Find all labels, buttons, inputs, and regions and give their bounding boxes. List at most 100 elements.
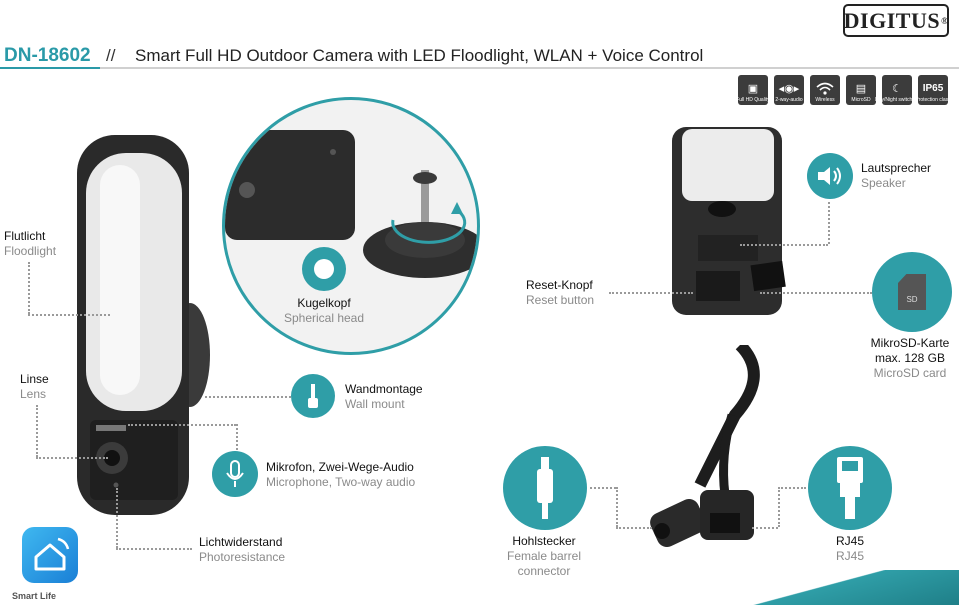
title-separator: // [106, 46, 116, 65]
camera-brand-plate [96, 425, 126, 431]
leader-photo-h [116, 548, 192, 550]
digitus-logo: DIGITUS® [843, 4, 949, 37]
wifi-glyph [816, 82, 834, 95]
screw-detail [239, 182, 255, 198]
label-de: Lautsprecher [861, 161, 932, 175]
label-reset: Reset-Knopf Reset button [526, 278, 594, 308]
model-number: DN-18602 [4, 45, 91, 66]
rotation-arrow [391, 208, 467, 244]
label-de: Lichtwiderstand [199, 535, 283, 549]
feature-caption: Wireless [815, 97, 835, 103]
sd-slot [696, 271, 740, 301]
rj45-socket [710, 513, 740, 533]
label-en: RJ45 [835, 549, 864, 563]
label-lens: Linse Lens [20, 372, 49, 402]
two-way-audio-icon: ◂◉▸ 2-way-audio [774, 75, 804, 105]
label-rj45: RJ45 RJ45 [810, 534, 890, 564]
leader-speaker-v [828, 202, 830, 244]
feature-caption: Protection class [915, 97, 951, 103]
sd-glyph: ▤ [855, 83, 867, 95]
screw-hole [330, 149, 336, 155]
main-cable [694, 345, 760, 488]
mic-glyph [226, 460, 244, 487]
label-en: Photoresistance [199, 550, 286, 564]
leader-reset [609, 292, 693, 294]
speaker-grille [698, 235, 758, 261]
logo-text: DIGITUS [843, 7, 941, 33]
barrel-plug-icon [503, 446, 587, 530]
smart-life-app-icon [22, 527, 78, 583]
leader-rj45-b [752, 527, 778, 529]
label-de: RJ45 [835, 534, 864, 548]
label-barrel: Hohlstecker Female barrel connector [488, 534, 600, 579]
barrel-plug-glyph [537, 457, 553, 519]
leader-mic-h [128, 424, 236, 426]
wireless-icon: Wireless [810, 75, 840, 105]
spherical-head-icon [302, 247, 346, 291]
speaker-icon [807, 153, 853, 199]
leader-barrel-v [616, 487, 618, 527]
label-de: Wandmontage [345, 382, 423, 396]
header-rule [0, 67, 959, 69]
screwdriver-glyph [308, 384, 318, 408]
label-en: Female barrel [506, 549, 582, 563]
barrel-connector [650, 498, 706, 548]
header-rule-accent [0, 67, 100, 69]
label-de: MikroSD-Karte [870, 336, 950, 350]
ball-head-illustration [225, 130, 477, 278]
leader-microsd [760, 292, 872, 294]
label-en: Floodlight [4, 244, 57, 258]
label-en: Reset button [526, 293, 595, 307]
sd-card-glyph: SD [898, 274, 926, 310]
feature-caption: Full HD Quality [736, 97, 770, 103]
label-en: Spherical head [283, 311, 365, 325]
rj45-glyph [837, 457, 863, 519]
label-de-capacity: max. 128 GB [874, 351, 946, 365]
label-en: Wall mount [345, 397, 405, 411]
threaded-rod [421, 170, 429, 230]
label-wall-mount: Wandmontage Wall mount [345, 382, 423, 412]
leader-photo-v [116, 488, 118, 548]
label-speaker: Lautsprecher Speaker [861, 161, 931, 191]
camera-back-detail [225, 130, 355, 240]
page-title: Smart Full HD Outdoor Camera with LED Fl… [135, 46, 704, 65]
label-microsd: MikroSD-Karte max. 128 GB MicroSD card [858, 336, 959, 381]
sd-cover [750, 260, 786, 292]
label-de: Reset-Knopf [526, 278, 593, 292]
feature-caption: Day/Night switching [875, 97, 919, 103]
rj45-icon [808, 446, 892, 530]
barrel-socket [654, 523, 670, 539]
microsd-card-icon: SD [872, 252, 952, 332]
leader-rj45-v [778, 487, 780, 527]
side-floodlight [682, 129, 774, 201]
full-hd-icon: ▣ Full HD Quality [736, 75, 770, 105]
rj45-cable [719, 413, 737, 496]
cable-illustration [650, 345, 760, 548]
leader-lens-v [36, 405, 38, 457]
label-de: Linse [20, 372, 49, 386]
wall-mount-icon [291, 374, 335, 418]
ip65-badge: IP65 [922, 83, 944, 94]
label-en: Speaker [861, 176, 906, 190]
label-de: Hohlstecker [512, 534, 576, 548]
lens-panel [90, 420, 178, 500]
side-button [708, 201, 736, 217]
leader-mic-v [236, 424, 238, 450]
label-ball-head: Kugelkopf Spherical head [262, 296, 386, 326]
leader-barrel-a [590, 487, 616, 489]
ball-glyph [314, 259, 334, 279]
label-en-2: connector [517, 564, 571, 578]
ip65-icon: IP65 Protection class [915, 75, 951, 105]
sd-card-text: SD [906, 295, 918, 304]
microsd-icon: ▤ MicroSD [846, 75, 876, 105]
microphone-icon [212, 451, 258, 497]
leader-floodlight-h [28, 314, 110, 316]
smart-life-label: Smart Life [12, 591, 57, 601]
label-de: Flutlicht [4, 229, 46, 243]
floodlight-highlight [100, 165, 140, 395]
registered-mark: ® [941, 15, 949, 26]
leader-lens-h [36, 457, 108, 459]
rotation-arrow-head [451, 202, 463, 214]
rod-nut [413, 172, 437, 184]
home-glyph [34, 537, 70, 571]
